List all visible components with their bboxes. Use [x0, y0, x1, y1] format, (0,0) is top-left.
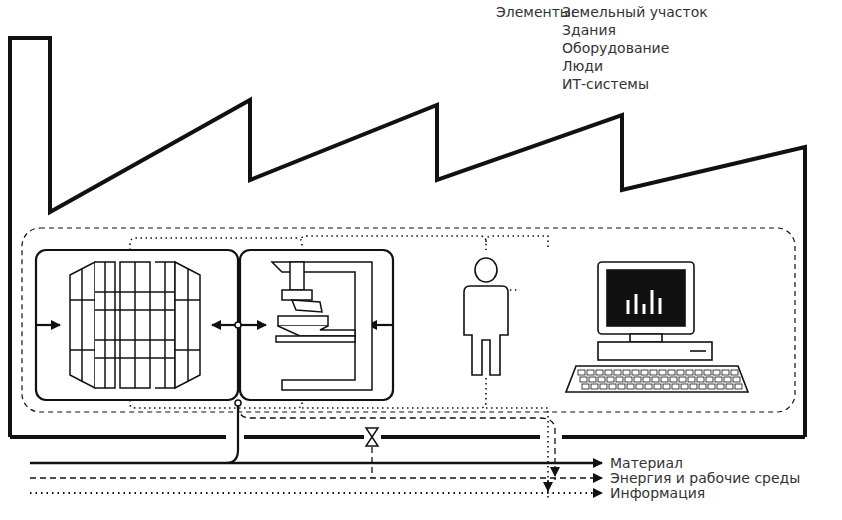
key	[715, 377, 722, 382]
legend-text: Энергия и рабочие среды	[608, 471, 802, 486]
legend-text: Информация	[608, 486, 707, 501]
key	[731, 370, 738, 375]
building-outline	[10, 38, 805, 437]
key	[623, 370, 630, 375]
element-label: Здания	[562, 22, 616, 39]
key	[668, 370, 675, 375]
key	[618, 384, 625, 389]
press-drawing	[272, 262, 372, 390]
key	[627, 384, 634, 389]
material-boxes	[36, 250, 393, 463]
legend-text: Материал	[608, 456, 685, 471]
key	[724, 377, 731, 382]
key	[643, 377, 650, 382]
key	[600, 384, 607, 389]
valve-symbol	[366, 428, 378, 446]
key	[690, 384, 697, 389]
element-label: Люди	[562, 58, 603, 75]
information-links	[130, 236, 548, 500]
key	[706, 377, 713, 382]
key	[735, 384, 742, 389]
element-label: Земельный участок	[562, 4, 708, 21]
legend-lines	[30, 463, 602, 493]
key	[695, 370, 702, 375]
key	[661, 377, 668, 382]
screen-bars	[628, 290, 660, 314]
key	[733, 377, 740, 382]
key	[591, 384, 598, 389]
key	[717, 384, 724, 389]
key	[598, 377, 605, 382]
element-label: Оборудование	[562, 40, 669, 57]
key	[708, 384, 715, 389]
key	[596, 370, 603, 375]
key	[632, 370, 639, 375]
key	[587, 370, 594, 375]
system-boundary	[22, 228, 795, 412]
element-label: ИТ-системы	[562, 76, 649, 93]
keyboard-keys	[578, 370, 742, 389]
key	[688, 377, 695, 382]
key	[704, 370, 711, 375]
key	[650, 370, 657, 375]
key	[609, 384, 616, 389]
computer-figure	[566, 262, 748, 392]
key	[652, 377, 659, 382]
key	[672, 384, 679, 389]
key	[677, 370, 684, 375]
machine-drawing	[70, 262, 200, 388]
person-figure	[464, 258, 508, 375]
key	[589, 377, 596, 382]
key	[614, 370, 621, 375]
energy-links	[238, 405, 555, 480]
key	[726, 384, 733, 389]
key	[654, 384, 661, 389]
key	[679, 377, 686, 382]
key	[641, 370, 648, 375]
key	[686, 370, 693, 375]
key	[697, 377, 704, 382]
key	[699, 384, 706, 389]
key	[580, 377, 587, 382]
key	[722, 370, 729, 375]
key	[636, 384, 643, 389]
key	[607, 377, 614, 382]
key	[681, 384, 688, 389]
key	[634, 377, 641, 382]
key	[625, 377, 632, 382]
key	[578, 370, 585, 375]
key	[659, 370, 666, 375]
key	[582, 384, 589, 389]
key	[670, 377, 677, 382]
key	[713, 370, 720, 375]
key	[645, 384, 652, 389]
key	[663, 384, 670, 389]
key	[616, 377, 623, 382]
key	[605, 370, 612, 375]
